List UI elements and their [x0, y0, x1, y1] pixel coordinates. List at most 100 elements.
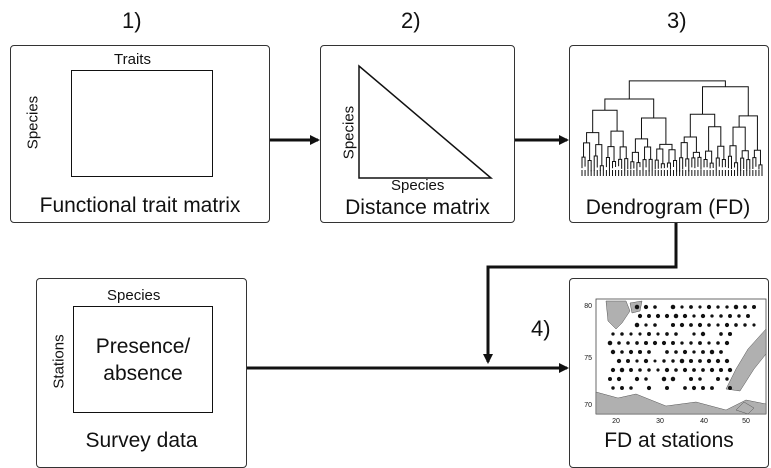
station-dot — [752, 323, 756, 327]
station-dot — [709, 349, 715, 355]
station-dot — [698, 341, 702, 345]
station-dot — [719, 314, 723, 318]
station-dot — [680, 305, 684, 309]
station-dot — [692, 350, 696, 354]
station-dot — [724, 358, 730, 364]
station-dot — [644, 377, 648, 381]
station-dot — [620, 350, 624, 354]
dendrogram-link — [740, 157, 745, 171]
station-dot — [637, 349, 643, 355]
station-dot — [661, 340, 667, 346]
station-dot — [628, 349, 634, 355]
station-dot — [698, 359, 702, 363]
station-dot — [709, 367, 715, 373]
station-dot — [635, 341, 639, 345]
distance-triangle — [358, 64, 494, 179]
station-dot — [746, 314, 750, 318]
dendrogram-link — [729, 145, 737, 163]
map-x-tick: 20 — [612, 418, 620, 425]
map-y-tick: 75 — [584, 355, 592, 362]
dendrogram-link — [642, 159, 647, 172]
station-dot — [647, 350, 651, 354]
dendrogram-link — [630, 161, 635, 170]
trait-matrix-box — [71, 70, 213, 177]
station-dot — [643, 304, 649, 310]
dendrogram-link — [640, 117, 667, 145]
station-dot — [670, 304, 676, 310]
dendrogram-link — [586, 132, 600, 145]
station-dot — [689, 341, 693, 345]
arrow-3-to-4 — [483, 223, 678, 364]
trait-matrix-caption: Functional trait matrix — [39, 194, 241, 217]
station-dot — [692, 368, 696, 372]
station-dot — [698, 305, 702, 309]
map-x-tick: 50 — [742, 418, 750, 425]
station-dot — [689, 305, 693, 309]
dendrogram-link — [691, 157, 696, 169]
dendrogram-link — [581, 156, 586, 169]
dendrogram-link — [697, 156, 702, 170]
station-dot — [716, 323, 720, 327]
station-dot — [626, 341, 630, 345]
dendrogram-link — [746, 159, 751, 171]
station-dot — [629, 386, 633, 390]
station-dot — [710, 386, 714, 390]
dendrogram-link — [631, 151, 639, 163]
station-dot — [707, 323, 711, 327]
station-dots — [607, 304, 757, 391]
land-novaya-zemlya — [725, 328, 767, 392]
step-number-2: 2) — [401, 8, 421, 33]
station-dot — [616, 376, 622, 382]
dendrogram-link — [738, 115, 758, 151]
station-dot — [700, 313, 706, 319]
station-dot — [665, 350, 669, 354]
species-bottom-label: Species — [391, 177, 445, 194]
station-dot — [610, 349, 616, 355]
flow-arrows — [247, 135, 678, 373]
presence-absence-box: Presence/ absence — [73, 306, 213, 413]
station-dot — [737, 314, 741, 318]
station-dot — [635, 359, 639, 363]
station-dot — [710, 314, 714, 318]
station-dot — [734, 323, 738, 327]
station-dot — [707, 341, 711, 345]
station-dot — [725, 377, 729, 381]
station-dot — [662, 359, 666, 363]
step-number-1: 1) — [122, 8, 142, 33]
fd-stations-caption: FD at stations — [604, 429, 734, 452]
station-dot — [682, 313, 688, 319]
station-dot — [701, 350, 705, 354]
station-dot — [701, 386, 705, 390]
dendrogram-link — [604, 98, 655, 118]
station-dot — [724, 322, 730, 328]
traits-label: Traits — [114, 51, 151, 68]
station-dot — [680, 341, 684, 345]
station-dot — [661, 376, 667, 382]
station-dot — [700, 331, 706, 337]
station-dot — [664, 367, 670, 373]
station-dot — [629, 332, 633, 336]
station-dot — [719, 350, 723, 354]
station-dot — [608, 377, 612, 381]
station-dot — [634, 376, 640, 382]
map-x-tick: 40 — [700, 418, 708, 425]
station-dot — [728, 314, 732, 318]
dendrogram-link — [587, 159, 592, 172]
station-dot — [647, 368, 651, 372]
station-dot — [638, 332, 642, 336]
station-dot — [653, 359, 657, 363]
station-dot — [670, 376, 676, 382]
dendrogram-link — [593, 155, 598, 171]
station-dot — [655, 313, 661, 319]
station-dot — [617, 341, 621, 345]
station-dot — [616, 358, 622, 364]
station-dot — [664, 313, 670, 319]
station-dot — [683, 386, 687, 390]
absence-line: absence — [103, 362, 183, 385]
station-dot — [637, 313, 643, 319]
station-dot — [625, 358, 631, 364]
species-top-label: Species — [107, 287, 161, 304]
station-dot — [715, 358, 721, 364]
